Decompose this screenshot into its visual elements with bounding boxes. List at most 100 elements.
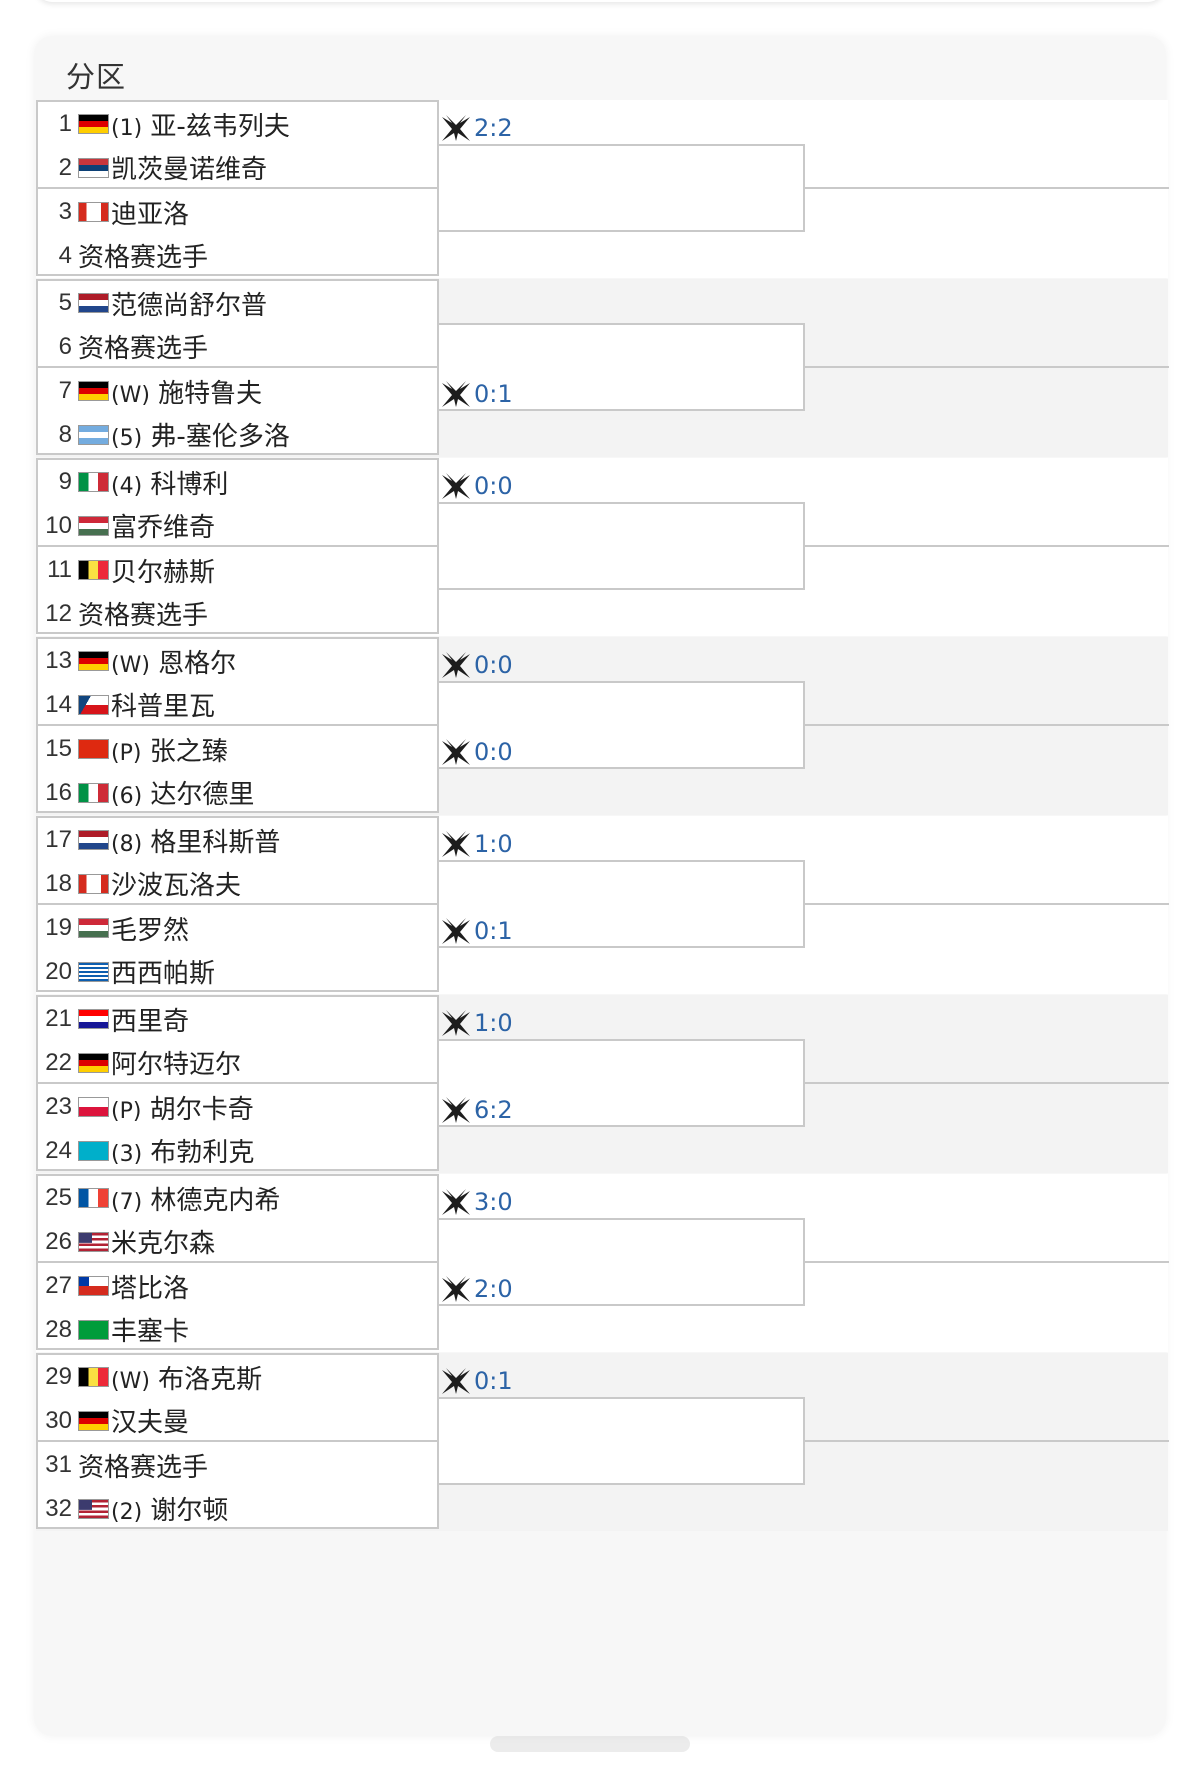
flag-brazil-icon [78, 1319, 109, 1340]
head-to-head[interactable]: 0:0 [440, 645, 513, 685]
third-round-line [805, 1261, 1169, 1263]
match-box[interactable] [36, 545, 439, 634]
head-to-head[interactable]: 2:0 [440, 1269, 513, 1309]
draw-position: 24 [45, 1136, 72, 1164]
player-row[interactable]: 16(6) 达尔德里 [36, 769, 436, 817]
flag-canada-icon [78, 873, 109, 894]
head-to-head-score: 0:1 [474, 380, 513, 408]
flag-france-icon [78, 1188, 109, 1208]
player-name-text: 布洛克斯 [149, 1364, 263, 1395]
head-to-head[interactable]: 0:1 [440, 1361, 513, 1401]
player-name: 迪亚洛 [111, 199, 190, 230]
seed-tag: (2) [111, 1500, 143, 1525]
player-name: 毛罗然 [111, 915, 190, 946]
head-to-head-score: 0:0 [474, 472, 513, 500]
flag-greece-icon [78, 961, 109, 982]
draw-position: 20 [45, 957, 72, 985]
player-row[interactable]: 32(2) 谢尔顿 [36, 1485, 436, 1533]
player-name: 西里奇 [111, 1006, 190, 1037]
head-to-head[interactable]: 0:1 [440, 911, 513, 951]
player-name-text: 弗-塞伦多洛 [142, 422, 290, 452]
player-name-text: 林德克内希 [142, 1185, 281, 1216]
player-row[interactable]: 24 (3) 布勃利克 [36, 1127, 436, 1175]
seed-tag: (P) [111, 1098, 142, 1124]
draw-position: 21 [45, 1005, 72, 1032]
second-round-connector [439, 860, 805, 948]
flag-germany-icon [78, 651, 109, 671]
player-row[interactable]: 1(1) 亚-兹韦列夫 [36, 100, 436, 148]
head-to-head[interactable]: 1:0 [440, 1003, 513, 1043]
head-to-head-score: 0:1 [474, 1367, 513, 1395]
second-round-connector [439, 1218, 805, 1306]
player-row[interactable]: 9(4) 科博利 [36, 458, 436, 506]
head-to-head[interactable]: 0:0 [440, 732, 513, 772]
flag-germany-icon [78, 381, 109, 401]
draw-position: 17 [45, 826, 72, 853]
head-to-head[interactable]: 0:1 [440, 374, 513, 414]
flag-china-icon [78, 739, 109, 759]
player-row[interactable]: 19 毛罗然 [36, 904, 436, 952]
second-round-connector [439, 1397, 805, 1485]
player-name-text: 布勃利克 [142, 1138, 255, 1168]
flag-usa-icon [78, 1231, 109, 1252]
draw-position: 23 [45, 1093, 72, 1120]
flag-poland-icon [78, 1097, 109, 1117]
draw-position: 15 [45, 735, 72, 762]
flag-argentina-icon [78, 424, 109, 445]
draw-position: 5 [58, 289, 72, 316]
player-name: (W) 恩格尔 [111, 643, 236, 680]
player-row[interactable]: 25(7) 林德克内希 [36, 1174, 436, 1222]
player-name: (P) 胡尔卡奇 [111, 1089, 254, 1126]
head-to-head[interactable]: 6:2 [440, 1090, 513, 1130]
player-name: 范德尚舒尔普 [111, 290, 268, 321]
player-name: (8) 格里科斯普 [111, 822, 280, 859]
player-row[interactable]: 5 范德尚舒尔普 [36, 279, 436, 327]
third-round-line [805, 366, 1169, 368]
flag-netherlands-icon [78, 830, 109, 850]
draw-position: 27 [45, 1272, 72, 1299]
seed-tag: (W) [111, 1368, 150, 1394]
player-row[interactable]: 13(W) 恩格尔 [36, 637, 436, 685]
player-row[interactable]: 7(W) 施特鲁夫 [36, 367, 436, 415]
player-row[interactable]: 29(W) 布洛克斯 [36, 1353, 436, 1401]
player-row[interactable]: 17 (8) 格里科斯普 [36, 816, 436, 864]
head-to-head-icon [442, 115, 470, 141]
head-to-head-icon [442, 1276, 470, 1302]
flag-germany-icon [78, 1410, 109, 1431]
player-row[interactable]: 23 (P) 胡尔卡奇 [36, 1083, 436, 1131]
seed-tag: (5) [111, 426, 143, 451]
head-to-head-score: 3:0 [474, 1188, 513, 1216]
player-row[interactable]: 21 西里奇 [36, 995, 436, 1043]
match-box[interactable] [36, 187, 439, 276]
head-to-head[interactable]: 3:0 [440, 1182, 513, 1222]
player-name: 资格赛选手 [78, 601, 209, 631]
player-row[interactable]: 15(P) 张之臻 [36, 725, 436, 773]
player-name: (3) 布勃利克 [111, 1132, 254, 1169]
head-to-head[interactable]: 2:2 [440, 108, 513, 148]
head-to-head-icon [442, 1010, 470, 1036]
second-round-connector [439, 1039, 805, 1127]
player-name-text: 格里科斯普 [142, 827, 281, 858]
head-to-head-score: 1:0 [474, 1009, 513, 1037]
head-to-head[interactable]: 1:0 [440, 824, 513, 864]
head-to-head[interactable]: 0:0 [440, 466, 513, 506]
player-row[interactable]: 8(5) 弗-塞伦多洛 [36, 411, 436, 459]
draw-position: 19 [45, 914, 72, 941]
player-name: 资格赛选手 [78, 334, 209, 364]
